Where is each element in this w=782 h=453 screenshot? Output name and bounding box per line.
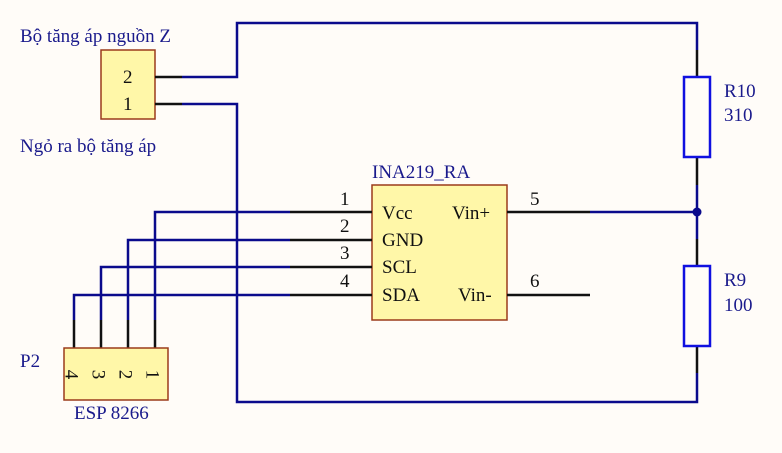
ina-pin4-name: SDA (382, 285, 421, 306)
r10-designator: R10 (724, 81, 756, 102)
r9-body[interactable] (682, 264, 712, 348)
p2-pin2-label: 2 (114, 369, 136, 380)
ina-pin6-name: Vin- (458, 285, 492, 306)
wire-boost-top (182, 21, 699, 79)
wire-scl (99, 265, 290, 320)
ina-pin3-name: SCL (382, 257, 417, 278)
ina-pin1-num: 1 (340, 189, 350, 210)
p2-designator: P2 (20, 351, 41, 372)
ina-pin3-num: 3 (340, 243, 350, 264)
boost-pin1-label: 1 (123, 94, 133, 115)
wire-gnd (126, 238, 290, 320)
r10-value: 310 (724, 105, 753, 126)
wire-boost-gnd (182, 102, 699, 404)
boost-pin2-label: 2 (123, 67, 133, 88)
ina219-designator: INA219_RA (372, 162, 471, 183)
ina-pin2-num: 2 (340, 216, 350, 237)
ina-pin2-name: GND (382, 230, 424, 251)
p2-pin4-label: 4 (60, 369, 82, 380)
p2-label: ESP 8266 (74, 403, 149, 424)
p2-pin1-label: 1 (141, 369, 163, 380)
boost-connector-body[interactable] (100, 49, 156, 120)
p2-body[interactable] (63, 347, 169, 401)
p2-pin3-label: 3 (87, 369, 109, 380)
ina-pin4-num: 4 (340, 271, 350, 292)
wire-vcc (153, 210, 290, 320)
ina219-body[interactable] (371, 184, 508, 321)
ina-pin6-num: 6 (530, 271, 540, 292)
boost-connector-title: Bộ tăng áp nguồn Z (20, 26, 171, 47)
ina-pin5-name: Vin+ (452, 203, 491, 224)
r9-value: 100 (724, 295, 753, 316)
r9-designator: R9 (724, 270, 747, 291)
r10-body[interactable] (682, 75, 712, 159)
ina-pin5-num: 5 (530, 189, 540, 210)
wire-sda (72, 293, 290, 320)
boost-connector-subtitle: Ngỏ ra bộ tăng áp (20, 136, 157, 157)
ina-pin1-name: Vcc (382, 203, 413, 224)
